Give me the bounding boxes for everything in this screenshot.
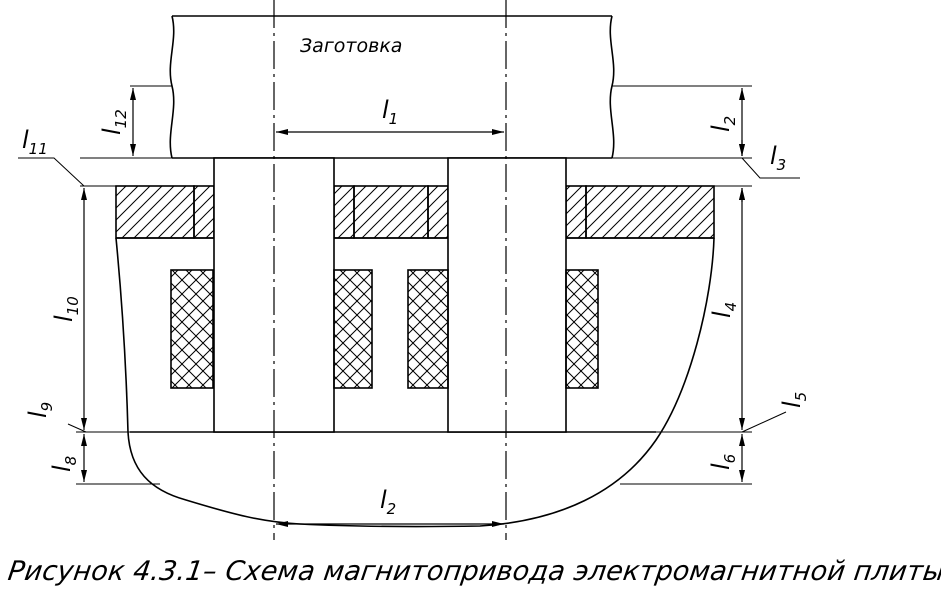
coils (170, 269, 599, 389)
label-l5: l5 (778, 392, 810, 408)
label-l8: l8 (48, 456, 80, 472)
label-l11: l11 (22, 126, 48, 158)
label-l9: l9 (24, 402, 56, 418)
leader-lines (18, 157, 800, 433)
label-l2-top: l2 (707, 116, 739, 132)
label-l3: l3 (770, 142, 786, 174)
label-l6: l6 (707, 454, 739, 470)
label-l10: l10 (50, 296, 82, 322)
label-l12: l12 (98, 109, 130, 135)
top-plate (115, 185, 715, 239)
label-l2-bottom: l2 (380, 486, 396, 518)
workpiece-title: Заготовка (300, 35, 402, 57)
axis-lines (273, 0, 507, 540)
dimension-lines (81, 88, 745, 527)
label-l1: l1 (382, 96, 398, 128)
extension-lines (76, 85, 752, 485)
label-l4: l4 (708, 302, 740, 318)
figure-caption: Рисунок 4.3.1– Схема магнитопривода элек… (6, 556, 941, 587)
